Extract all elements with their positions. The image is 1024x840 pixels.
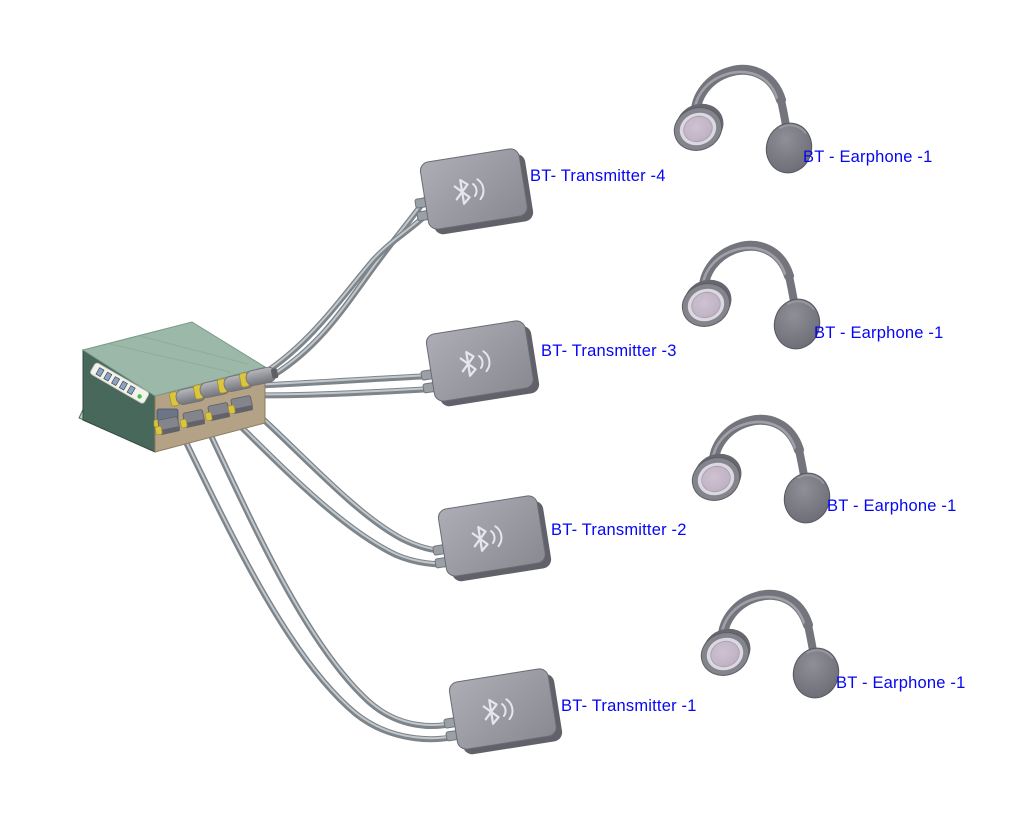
box-top-seams (109, 335, 249, 373)
cable-pair-to-transmitter-4 (249, 193, 434, 384)
bt-transmitter-3-device (414, 317, 542, 412)
transmitter-4-label: BT- Transmitter -4 (530, 167, 666, 185)
earphone-bottom-label: BT - Earphone -1 (836, 674, 966, 692)
status-led (137, 394, 142, 399)
bt-transmitter-1-device (437, 665, 565, 760)
bt-transmitter-2-device (426, 492, 554, 587)
bt-earphone-upper-mid-device (675, 246, 825, 354)
transmitter-1-label: BT- Transmitter -1 (561, 697, 697, 715)
audio-distribution-box (78, 321, 280, 453)
bt-transmitter-4-device (408, 145, 536, 240)
bt-earphone-bottom-device (694, 595, 844, 703)
transmitter-2-label: BT- Transmitter -2 (551, 521, 687, 539)
cable-pair-to-transmitter-1 (177, 420, 460, 743)
cable-pair-to-transmitter-2 (227, 406, 452, 568)
bt-earphone-top-device (667, 70, 817, 178)
earphone-top-label: BT - Earphone -1 (803, 148, 933, 166)
bt-earphone-lower-mid-device (685, 420, 835, 528)
transmitter-3-label: BT- Transmitter -3 (541, 342, 677, 360)
earphone-upper-mid-label: BT - Earphone -1 (814, 324, 944, 342)
earphone-lower-mid-label: BT - Earphone -1 (827, 497, 957, 515)
led-connector-strip (90, 362, 149, 404)
